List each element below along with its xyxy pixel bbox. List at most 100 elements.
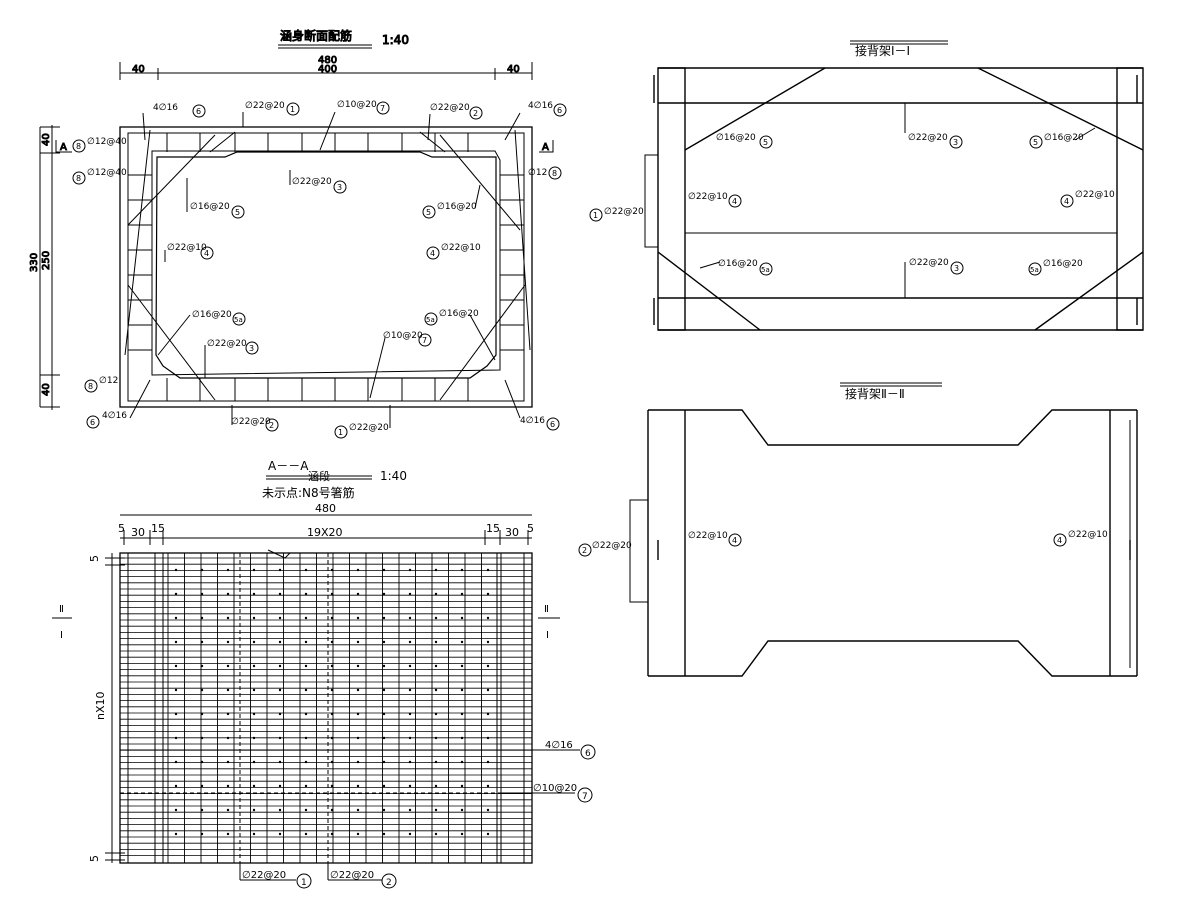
circle-3-label: 3 [337,183,342,192]
circle-5a-right [424,312,438,326]
frame1-right-leg [1116,67,1144,331]
leader-line [369,337,386,399]
stirrup-dot [174,616,178,620]
label-bar4-left: ∅22@10 [167,243,207,253]
cut-mark-a-right [539,140,554,153]
plan-dim-5-bottom: 5 [88,855,101,862]
stirrup-dot [304,616,308,620]
section-labels: 4∅16 6 ∅22@20 1 ∅10@20 7 ∅22@20 2 4∅16 6… [72,100,567,439]
cut-mark-a-left-label: A [60,142,67,153]
circle-6-right-label: 6 [557,106,562,115]
stirrup-dot [486,832,490,836]
stirrup-dot [278,808,282,812]
f2-label-bar4-right: ∅22@10 [1068,530,1108,540]
stirrup-dot [382,784,386,788]
stirrup-dot [304,688,308,692]
label-bar5-right: ∅16@20 [437,202,477,212]
frame1-leader [699,261,721,269]
stirrup-dot [200,568,204,572]
stirrup-dot [200,808,204,812]
stirrup-dot [330,712,334,716]
leader-line [469,314,496,361]
stirrup-dot [486,616,490,620]
stirrup-dot [226,640,230,644]
stirrup-dot [434,736,438,740]
stirrup-dot [460,808,464,812]
stirrup-dot [174,832,178,836]
circle-4-left-label: 4 [204,249,209,258]
stirrup-dot [330,808,334,812]
circle-5a-left [232,312,246,326]
stirrup-dot [382,592,386,596]
stirrup-dot [304,760,308,764]
stirrup-dot [252,832,256,836]
stirrup-dot [408,568,412,572]
stirrup-dot [486,688,490,692]
circle-1-label: 1 [290,105,295,114]
stirrup-dot [382,712,386,716]
section-view: 涵身断面配筋 1:40 480 400 40 40 330 250 40 40 [29,28,554,428]
stirrup-dot [382,664,386,668]
stirrup-dot [304,712,308,716]
f1-label-bar4-left: ∅22@10 [688,192,728,202]
frame2-bottom-edge [648,640,1137,677]
stirrup-dot [434,568,438,572]
stirrup-dot [434,832,438,836]
f2-circle-4-left-label: 4 [732,536,737,545]
haunch-bar [439,284,526,401]
circle-2-label: 2 [473,109,478,118]
stirrup-dot [460,664,464,668]
plan-circle-1-label: 1 [301,878,307,888]
inner-rebar-cage [151,150,501,376]
label-bar1-top: ∅22@20 [245,101,285,111]
f2-label-bar4-left: ∅22@10 [688,531,728,541]
cut-mark-a-left [55,140,72,153]
frame1-diagonal [1034,251,1144,331]
plan-cut-left-bottom: Ⅰ [60,630,63,641]
leader-line [319,111,336,151]
plan-dim-5-right: 5 [527,522,534,535]
circle-6-bottom-left-label: 6 [90,418,95,427]
stirrup-dot [382,736,386,740]
plan-label-bar7: ∅10@20 [533,783,577,794]
stirrup-dot [330,832,334,836]
frame1-title: 接背架Ⅰ－Ⅰ [855,43,910,58]
stirrup-dot [226,664,230,668]
stirrup-dot [408,640,412,644]
stirrup-dot [200,832,204,836]
stirrup-dot [252,808,256,812]
dim-40-right: 40 [507,64,520,75]
dim-250: 250 [41,251,52,270]
stirrup-dot [330,784,334,788]
f1-label-bar5a-right: ∅16@20 [1043,259,1083,269]
stirrup-dot [226,808,230,812]
stirrup-dot [460,832,464,836]
stirrup-dot [434,616,438,620]
circle-8-a [72,139,86,153]
f1-circle-3-top-label: 3 [953,138,958,147]
circle-5-right [422,205,436,219]
circle-3-bottom [245,341,259,355]
haunch-bar [514,129,531,351]
stirrup-dot [252,640,256,644]
f1-label-bar5-right: ∅16@20 [1044,133,1084,143]
stirrup-dot [356,832,360,836]
stirrup-dot [200,784,204,788]
stirrup-dot [174,592,178,596]
stirrup-dot [434,808,438,812]
stirrup-dot [278,712,282,716]
stirrup-dot [278,640,282,644]
dim-400: 400 [318,64,337,75]
stirrup-dot [434,592,438,596]
stirrup-dot [408,616,412,620]
f1-label-bar4-right: ∅22@10 [1075,190,1115,200]
stirrup-dot [460,568,464,572]
frame1-labels: ∅16@20 5 ∅22@20 3 5 ∅16@20 1 ∅22@20 ∅22@… [589,133,1115,276]
section-title: 涵身断面配筋 [280,28,352,43]
stirrup-dot [278,832,282,836]
stirrup-dot [252,616,256,620]
stirrup-dot [330,760,334,764]
stirrup-dot [330,592,334,596]
stirrup-dot [382,760,386,764]
stirrup-dot [460,616,464,620]
